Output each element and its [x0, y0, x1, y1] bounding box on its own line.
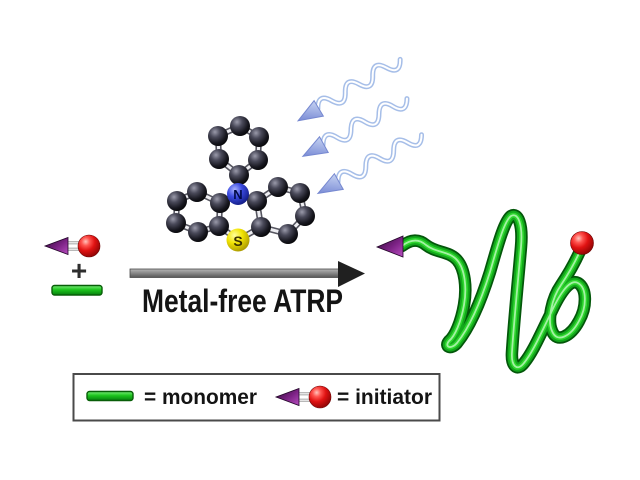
legend-monomer-bar-icon	[86, 390, 134, 402]
sulfur-atom	[226, 228, 250, 252]
polymer-product	[375, 209, 594, 374]
legend-monomer-label: = monomer	[144, 386, 257, 409]
nitrogen-atom	[227, 183, 249, 205]
monomer-bar-icon	[51, 284, 103, 296]
polymer-arrowhead-icon	[375, 235, 404, 258]
legend-border	[72, 373, 441, 422]
initiator-icon	[43, 233, 102, 259]
photon-wavy-arrow-icon	[294, 52, 405, 129]
plus-sign: +	[71, 255, 87, 286]
photon-wavy-arrow-icon	[314, 127, 426, 201]
photon-arrows	[294, 52, 426, 201]
reaction-arrow-icon	[129, 261, 365, 287]
legend-initiator-label: = initiator	[337, 386, 432, 409]
polymer-chain-sheen	[401, 214, 586, 369]
polymer-end-ball-icon	[570, 231, 594, 255]
reaction-label: Metal-free ATRP	[142, 283, 343, 319]
photocatalyst-molecule: N S	[166, 116, 315, 252]
legend-box: = monomer = initiator	[72, 373, 441, 422]
nitrogen-label: N	[233, 187, 242, 202]
sulfur-label: S	[233, 233, 242, 249]
